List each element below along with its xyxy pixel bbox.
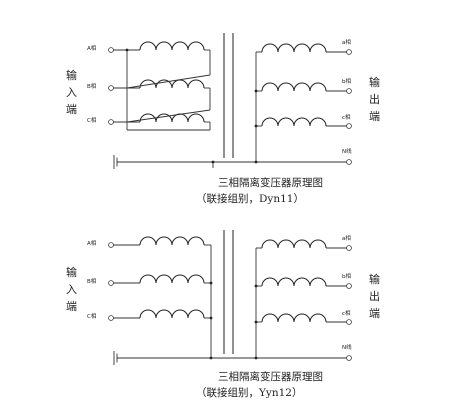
secondary-phase-b-label: b相: [342, 77, 351, 85]
secondary-coil-a: [261, 239, 327, 249]
diagram-yyn12: 输 入 端 输 出 端 A相 B相 C相: [66, 230, 380, 399]
primary-terminal-b: [108, 280, 114, 286]
primary-coil-b: [139, 79, 205, 89]
secondary-terminal-n: [346, 355, 352, 361]
secondary-terminal-b: [346, 283, 352, 289]
primary-coil-b: [139, 274, 205, 284]
primary-phase-c-label: C相: [87, 312, 97, 320]
output-label-char-3: 端: [369, 307, 380, 320]
input-label-char-1: 输: [66, 68, 77, 82]
primary-terminal-c: [108, 119, 114, 125]
primary-terminal-a: [108, 242, 114, 248]
secondary-phase-c-label: c相: [342, 113, 351, 121]
secondary-terminal-b: [346, 88, 352, 94]
output-label-char-1: 输: [369, 272, 380, 286]
secondary-coil-c: [261, 117, 327, 127]
secondary-terminal-c: [346, 319, 352, 325]
secondary-coil-b: [261, 277, 327, 287]
primary-phase-b-label: B相: [87, 277, 97, 285]
input-label-char-3: 端: [66, 300, 77, 313]
output-label-char-3: 端: [369, 110, 380, 123]
primary-terminal-c: [108, 315, 114, 321]
primary-coil-a: [139, 41, 205, 51]
secondary-terminal-c: [346, 123, 352, 129]
neutral-label: N线: [342, 147, 352, 155]
input-label-char-1: 输: [66, 265, 77, 279]
output-label-char-1: 输: [369, 75, 380, 89]
caption-subtitle: （联接组别，Dyn11）: [196, 192, 304, 205]
primary-phase-a-label: A相: [87, 239, 97, 247]
primary-coil-c: [139, 309, 205, 319]
secondary-phase-c-label: c相: [342, 309, 351, 317]
secondary-coil-a: [261, 43, 327, 53]
secondary-phase-a-label: a相: [342, 38, 351, 46]
primary-coil-c: [139, 113, 205, 123]
secondary-terminal-n: [346, 159, 352, 165]
primary-terminal-a: [108, 47, 114, 53]
diagram-dyn11: 输 入 端 输 出 端 A相 B相 C相: [66, 33, 380, 205]
caption-title: 三相隔离变压器原理图: [218, 370, 323, 383]
secondary-terminal-a: [346, 49, 352, 55]
secondary-phase-b-label: b相: [342, 272, 351, 280]
caption-subtitle: （联接组别，Yyn12）: [196, 386, 303, 399]
caption-title: 三相隔离变压器原理图: [218, 176, 323, 189]
secondary-terminal-a: [346, 245, 352, 251]
secondary-coil-c: [261, 313, 327, 323]
primary-phase-b-label: B相: [87, 82, 97, 90]
secondary-coil-b: [261, 82, 327, 92]
primary-coil-a: [139, 236, 205, 246]
neutral-label: N线: [342, 343, 352, 351]
delta-connection-wires: [125, 48, 211, 131]
secondary-phase-a-label: a相: [342, 234, 351, 242]
input-label-char-2: 入: [66, 86, 77, 99]
output-label-char-2: 出: [369, 92, 380, 106]
input-label-char-2: 入: [66, 283, 77, 296]
primary-terminal-b: [108, 85, 114, 91]
output-label-char-2: 出: [369, 289, 380, 303]
primary-phase-c-label: C相: [87, 116, 97, 124]
primary-phase-a-label: A相: [87, 44, 97, 52]
input-label-char-3: 端: [66, 103, 77, 116]
